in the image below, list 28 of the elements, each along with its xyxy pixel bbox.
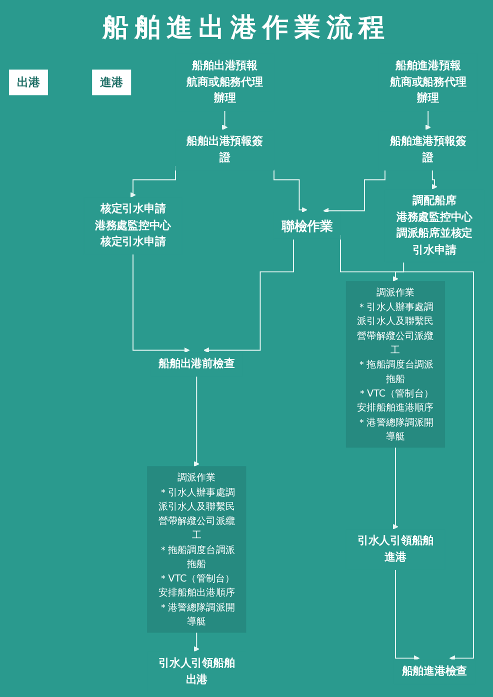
arrow [204,238,294,354]
arrow [194,632,200,652]
arrow [392,446,398,530]
node-text: 引水人引領船舶進港 [357,534,434,564]
node-text: 核定引水申請 港務處監控中心核定引水申請 [94,202,172,248]
arrow [432,170,438,190]
arrow [392,262,404,282]
arrow [274,169,308,213]
arrow [132,254,190,354]
arrow [222,110,228,130]
node-text: 船舶進港檢查 [402,664,468,678]
node-text: 聯檢作業 [282,218,333,234]
arrow [425,110,431,130]
node-text: 船舶進港預報 航商或船務代理辦理 [390,59,466,105]
node-box: 出港 [8,70,48,96]
node-text: 調配船席 港務處監控中心調派船席並核定引水申請 [396,194,473,256]
diagram-title: 船舶進出港作業流程 [102,12,390,45]
node-text: 船舶出港預報簽證 [186,134,263,164]
arrow [194,376,200,467]
arrow [323,170,386,214]
node-box: 調派作業 ＊引水人辦事處調派引水人及聯繫民營帶解纜公司派纜工 ＊拖船調度台調派拖船 ＊VTC（管制台）安排船舶出港順序 ＊港警總隊調派開導艇 [147,466,246,633]
arrow [395,569,420,662]
node-text: 船舶出港前檢查 [158,357,235,370]
node-box: 調派作業 ＊引水人辦事處調派引水人及聯繫民營帶解纜公司派纜工 ＊拖船調度台調派拖船 ＊VTC（管制台）安排船舶進港順序 ＊港警總隊調派開導艇 [346,281,446,448]
node-text: 引水人引領船舶出港 [158,656,235,686]
node-box: 進港 [92,70,132,96]
node-text: 船舶進港預報簽證 [390,134,466,164]
node-text: 船舶出港預報 航商或船務代理辦理 [186,59,263,105]
